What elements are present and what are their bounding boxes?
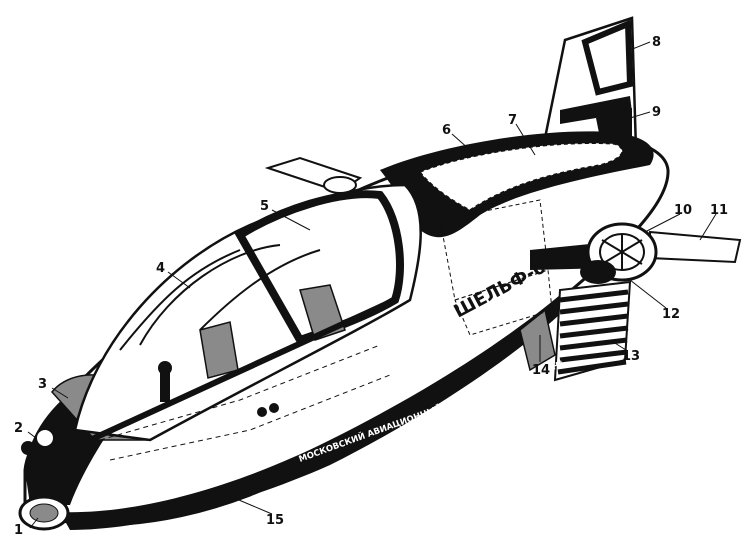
callout-8: 8 [652, 35, 661, 50]
callouts: 1 2 3 4 5 6 7 8 9 10 11 12 13 14 15 [14, 35, 728, 538]
callout-10: 10 [674, 203, 692, 218]
callout-9: 9 [652, 105, 661, 120]
callout-11: 11 [710, 203, 728, 218]
callout-6: 6 [442, 123, 451, 138]
canopy [73, 183, 422, 461]
right-stabilizer [530, 222, 742, 284]
callout-7: 7 [508, 113, 517, 128]
callout-13: 13 [622, 349, 640, 364]
callout-4: 4 [156, 261, 165, 276]
callout-15: 15 [266, 513, 284, 528]
left-stabilizer [264, 156, 363, 194]
side-panels [257, 199, 553, 417]
callout-12: 12 [662, 307, 680, 322]
callout-3: 3 [38, 377, 47, 392]
callout-5: 5 [260, 199, 269, 214]
callout-14: 14 [532, 363, 550, 378]
callout-1: 1 [14, 523, 23, 538]
tail-fin [543, 16, 638, 152]
callout-2: 2 [14, 421, 23, 436]
leader-lines [27, 41, 717, 529]
lower-fins [519, 280, 632, 382]
